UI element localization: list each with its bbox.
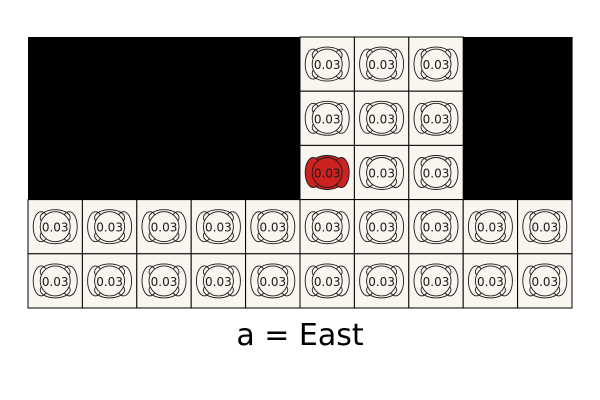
cell-value-label: 0.03 <box>477 221 504 235</box>
state-disc <box>420 211 452 243</box>
cell-value-label: 0.03 <box>314 112 341 126</box>
state-disc <box>202 211 234 243</box>
cell-value-label: 0.03 <box>368 112 395 126</box>
cell-value-label: 0.03 <box>42 275 69 289</box>
cell-value-label: 0.03 <box>423 58 450 72</box>
wall-cell <box>245 91 301 146</box>
cell-value-label: 0.03 <box>368 167 395 181</box>
wall-cell <box>463 145 519 201</box>
state-disc <box>94 211 126 243</box>
state-disc <box>366 157 398 188</box>
wall-cell <box>245 37 301 92</box>
state-disc <box>148 265 180 297</box>
wall-cell <box>517 91 573 146</box>
state-disc <box>148 211 180 243</box>
state-disc <box>420 48 452 80</box>
state-disc <box>311 265 343 297</box>
wall-cell <box>82 145 138 201</box>
cell-value-label: 0.03 <box>314 58 341 72</box>
cell-value-label: 0.03 <box>96 275 123 289</box>
wall-cell <box>463 37 519 92</box>
cell-value-label: 0.03 <box>477 275 504 289</box>
agent-marker <box>311 157 343 188</box>
cell-value-label: 0.03 <box>42 221 69 235</box>
state-disc <box>366 48 398 80</box>
cell-value-label: 0.03 <box>151 221 178 235</box>
state-disc <box>366 265 398 297</box>
wall-cell <box>191 37 247 92</box>
cell-value-label: 0.03 <box>531 275 558 289</box>
cell-value-label: 0.03 <box>368 275 395 289</box>
cell-value-label: 0.03 <box>423 221 450 235</box>
cell-value-label: 0.03 <box>531 221 558 235</box>
state-disc <box>311 102 343 134</box>
wall-cell <box>136 145 192 201</box>
wall-cell <box>28 91 83 146</box>
cell-value-label: 0.03 <box>423 167 450 181</box>
cell-value-label: 0.03 <box>205 221 232 235</box>
cell-value-label: 0.03 <box>96 221 123 235</box>
state-disc <box>94 265 126 297</box>
state-disc <box>366 102 398 134</box>
wall-cell <box>517 145 573 201</box>
wall-cell <box>136 91 192 146</box>
cell-value-label: 0.03 <box>368 58 395 72</box>
gridworld-grid: 0.03 0.03 0.03 0.03 0.03 0.03 0.03 0.03 0.03 0.03… <box>27 36 573 309</box>
state-disc <box>366 211 398 243</box>
wall-cell <box>191 145 247 201</box>
state-disc <box>39 265 71 297</box>
wall-cell <box>463 91 519 146</box>
cell-value-label: 0.03 <box>259 221 286 235</box>
wall-cell <box>28 37 83 92</box>
wall-cell <box>82 37 138 92</box>
cell-value-label: 0.03 <box>314 275 341 289</box>
state-disc <box>420 102 452 134</box>
wall-cell <box>82 91 138 146</box>
cell-value-label: 0.03 <box>205 275 232 289</box>
wall-cell <box>245 145 301 201</box>
state-disc <box>257 265 289 297</box>
cell-value-label: 0.03 <box>314 167 341 181</box>
action-caption: a = East <box>236 318 364 353</box>
cell-value-label: 0.03 <box>314 221 341 235</box>
state-disc <box>311 48 343 80</box>
cell-value-label: 0.03 <box>368 221 395 235</box>
state-disc <box>39 211 71 243</box>
cell-value-label: 0.03 <box>151 275 178 289</box>
cell-value-label: 0.03 <box>259 275 286 289</box>
state-disc <box>202 265 234 297</box>
wall-cell <box>28 145 83 201</box>
state-disc <box>420 265 452 297</box>
state-disc <box>420 157 452 188</box>
state-disc <box>529 211 561 243</box>
cell-value-label: 0.03 <box>423 275 450 289</box>
state-disc <box>474 265 506 297</box>
state-disc <box>529 265 561 297</box>
wall-cell <box>517 37 573 92</box>
wall-cell <box>136 37 192 92</box>
grid-cell <box>136 253 192 309</box>
cell-value-label: 0.03 <box>423 112 450 126</box>
state-disc <box>257 211 289 243</box>
grid-cell <box>353 36 410 92</box>
wall-cell <box>191 91 247 146</box>
state-disc <box>311 211 343 243</box>
state-disc <box>474 211 506 243</box>
